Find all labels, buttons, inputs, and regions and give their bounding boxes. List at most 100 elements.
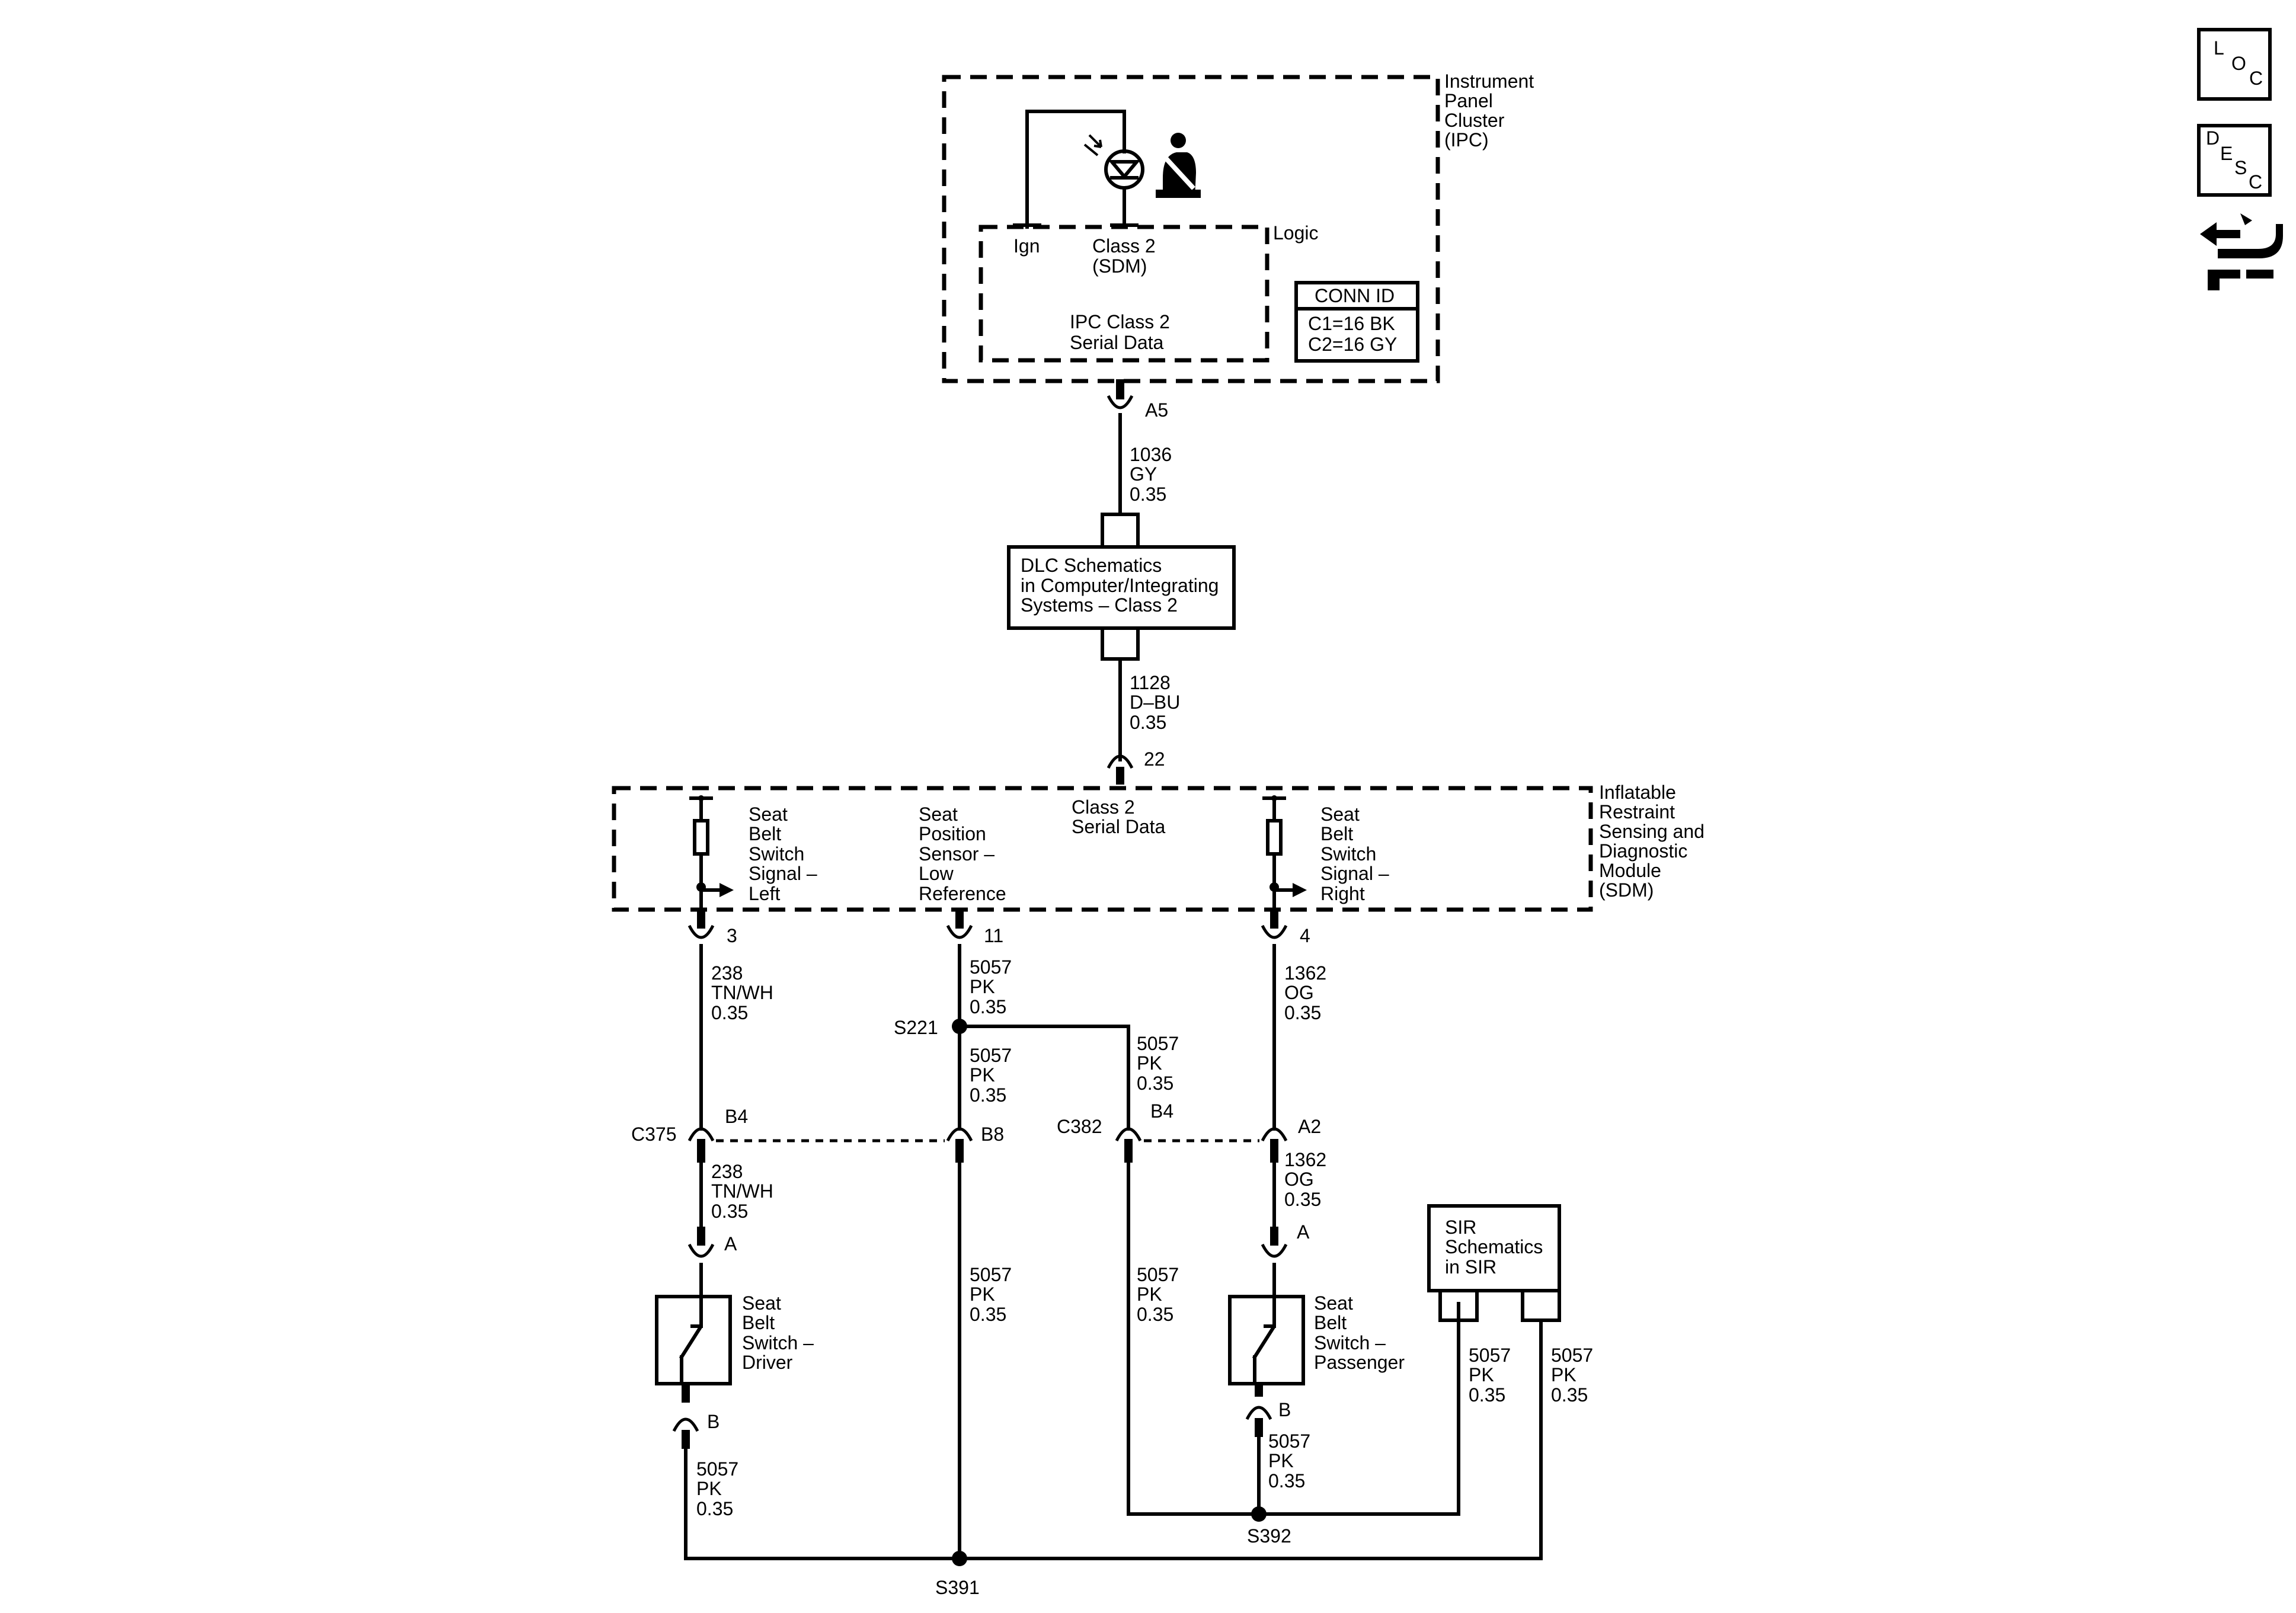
svg-text:S392: S392 — [1247, 1525, 1291, 1547]
svg-text:Systems – Class 2: Systems – Class 2 — [1021, 594, 1178, 616]
svg-text:PK: PK — [970, 976, 995, 997]
svg-text:22: 22 — [1144, 748, 1165, 770]
svg-text:Reference: Reference — [919, 883, 1006, 904]
wire-5057-c382-to-s392 — [1127, 1161, 1460, 1516]
svg-text:238: 238 — [711, 1161, 743, 1182]
svg-text:Switch: Switch — [1320, 843, 1376, 865]
c375-b4-label: B4 — [725, 1106, 748, 1127]
svg-text:Right: Right — [1320, 883, 1365, 904]
svg-text:L: L — [2214, 37, 2224, 59]
svg-text:Driver: Driver — [742, 1352, 793, 1373]
c382-a2-label: A2 — [1298, 1116, 1321, 1137]
svg-text:D–BU: D–BU — [1130, 692, 1180, 713]
driver-switch-pin-a: A — [687, 1227, 737, 1258]
svg-text:A: A — [1297, 1221, 1310, 1243]
switch-driver-label: Seat Belt Switch – Driver — [742, 1292, 814, 1373]
svg-text:PK: PK — [1137, 1052, 1162, 1074]
ipc-pin-a5: A5 — [1107, 379, 1168, 421]
sdm-pin-11: 11 — [946, 910, 1003, 946]
svg-text:Seat: Seat — [1314, 1292, 1353, 1314]
svg-text:GY: GY — [1130, 463, 1157, 485]
svg-text:Switch: Switch — [749, 843, 804, 865]
svg-text:Cluster: Cluster — [1444, 110, 1505, 131]
connector-end-view-icon[interactable] — [2200, 213, 2283, 290]
svg-text:Inflatable: Inflatable — [1599, 782, 1676, 803]
sdm-pin-4: 4 — [1261, 910, 1310, 946]
splice-s221[interactable]: S221 — [894, 1017, 967, 1038]
svg-text:Signal –: Signal – — [1320, 863, 1389, 884]
svg-text:OG: OG — [1284, 1169, 1314, 1190]
svg-text:0.35: 0.35 — [711, 1201, 748, 1222]
ipc-module[interactable]: Ign Class 2 (SDM) Logic IPC Class 2 Seri… — [942, 71, 1534, 383]
svg-text:0.35: 0.35 — [696, 1498, 733, 1519]
svg-text:0.35: 0.35 — [1284, 1002, 1321, 1023]
conn-id-c2: C2=16 GY — [1308, 334, 1397, 355]
seat-belt-switch-driver[interactable] — [655, 1263, 732, 1385]
conn-id-table: CONN ID C1=16 BK C2=16 GY — [1294, 281, 1419, 363]
wire-5057-c382-lower-label: 5057 PK 0.35 — [1137, 1264, 1179, 1325]
ipc-serial-line2: Serial Data — [1070, 332, 1164, 353]
svg-text:TN/WH: TN/WH — [711, 1180, 773, 1202]
sdm-class2-line1: Class 2 — [1072, 796, 1135, 818]
desc-button[interactable]: D E S C — [2197, 124, 2272, 197]
seatbelt-lamp-icon — [1083, 134, 1144, 190]
dlc-schematics-box[interactable]: DLC Schematics in Computer/Integrating S… — [1007, 513, 1236, 661]
svg-text:0.35: 0.35 — [970, 1084, 1006, 1106]
svg-text:Switch –: Switch – — [742, 1332, 814, 1353]
svg-text:S391: S391 — [935, 1577, 980, 1598]
svg-text:5057: 5057 — [1268, 1430, 1310, 1452]
svg-text:0.35: 0.35 — [1284, 1189, 1321, 1210]
svg-text:DLC Schematics: DLC Schematics — [1021, 555, 1162, 576]
splice-s392[interactable]: S392 — [1247, 1506, 1291, 1547]
svg-text:Position: Position — [919, 823, 986, 844]
sdm-module[interactable]: Class 2 Serial Data Inflatable Restraint… — [612, 782, 1705, 913]
svg-text:OG: OG — [1284, 982, 1314, 1003]
svg-text:1036: 1036 — [1130, 444, 1172, 465]
splice-s391[interactable]: S391 — [935, 1551, 980, 1598]
svg-text:0.35: 0.35 — [970, 1304, 1006, 1325]
seat-belt-switch-passenger[interactable] — [1228, 1263, 1305, 1385]
sdm-right-pullup — [1262, 795, 1307, 913]
svg-text:PK: PK — [1268, 1450, 1294, 1471]
c375-b8-label: B8 — [981, 1124, 1004, 1145]
svg-text:4: 4 — [1300, 925, 1310, 946]
svg-text:Low: Low — [919, 863, 954, 884]
svg-text:in SIR: in SIR — [1445, 1256, 1496, 1278]
svg-text:Belt: Belt — [749, 823, 781, 844]
svg-text:5057: 5057 — [970, 956, 1012, 978]
wire-5057-to-c382 — [958, 1025, 1130, 1131]
connector-c382[interactable]: C382 B4 A2 — [1057, 1100, 1321, 1163]
svg-text:5057: 5057 — [970, 1045, 1012, 1066]
svg-text:C: C — [2249, 171, 2262, 193]
svg-text:PK: PK — [970, 1284, 995, 1305]
svg-text:C: C — [2249, 68, 2263, 89]
ipc-class2-line1: Class 2 — [1092, 235, 1156, 257]
svg-text:Seat: Seat — [749, 804, 788, 825]
svg-text:Restraint: Restraint — [1599, 801, 1675, 822]
svg-text:0.35: 0.35 — [1130, 712, 1166, 733]
wire-238-lower-label: 238 TN/WH 0.35 — [711, 1161, 773, 1222]
c382-b4-label: B4 — [1150, 1100, 1173, 1122]
svg-text:in Computer/Integrating: in Computer/Integrating — [1021, 575, 1219, 596]
svg-text:1362: 1362 — [1284, 962, 1326, 984]
svg-text:5057: 5057 — [1137, 1033, 1179, 1054]
connector-c375[interactable]: C375 B4 B8 — [631, 1106, 1004, 1163]
sir-schematics-box[interactable]: SIR Schematics in SIR — [1427, 1204, 1561, 1322]
svg-text:A: A — [724, 1233, 737, 1254]
svg-text:Schematics: Schematics — [1445, 1236, 1543, 1257]
svg-text:A5: A5 — [1145, 399, 1168, 421]
wire-1128-label: 1128 D–BU 0.35 — [1130, 672, 1180, 733]
passenger-switch-pin-a: A — [1261, 1221, 1310, 1258]
svg-text:Sensing and: Sensing and — [1599, 821, 1705, 842]
svg-text:0.35: 0.35 — [1137, 1073, 1173, 1094]
svg-text:Left: Left — [749, 883, 780, 904]
loc-button[interactable]: L O C — [2197, 28, 2272, 101]
svg-text:D: D — [2206, 127, 2220, 149]
ipc-ign-label: Ign — [1013, 235, 1040, 257]
svg-text:PK: PK — [1469, 1364, 1494, 1385]
wire-5057-ground-bus — [684, 1337, 1543, 1560]
conn-id-title: CONN ID — [1315, 285, 1395, 306]
sdm-pin-3: 3 — [687, 910, 737, 946]
svg-text:B: B — [707, 1411, 720, 1432]
